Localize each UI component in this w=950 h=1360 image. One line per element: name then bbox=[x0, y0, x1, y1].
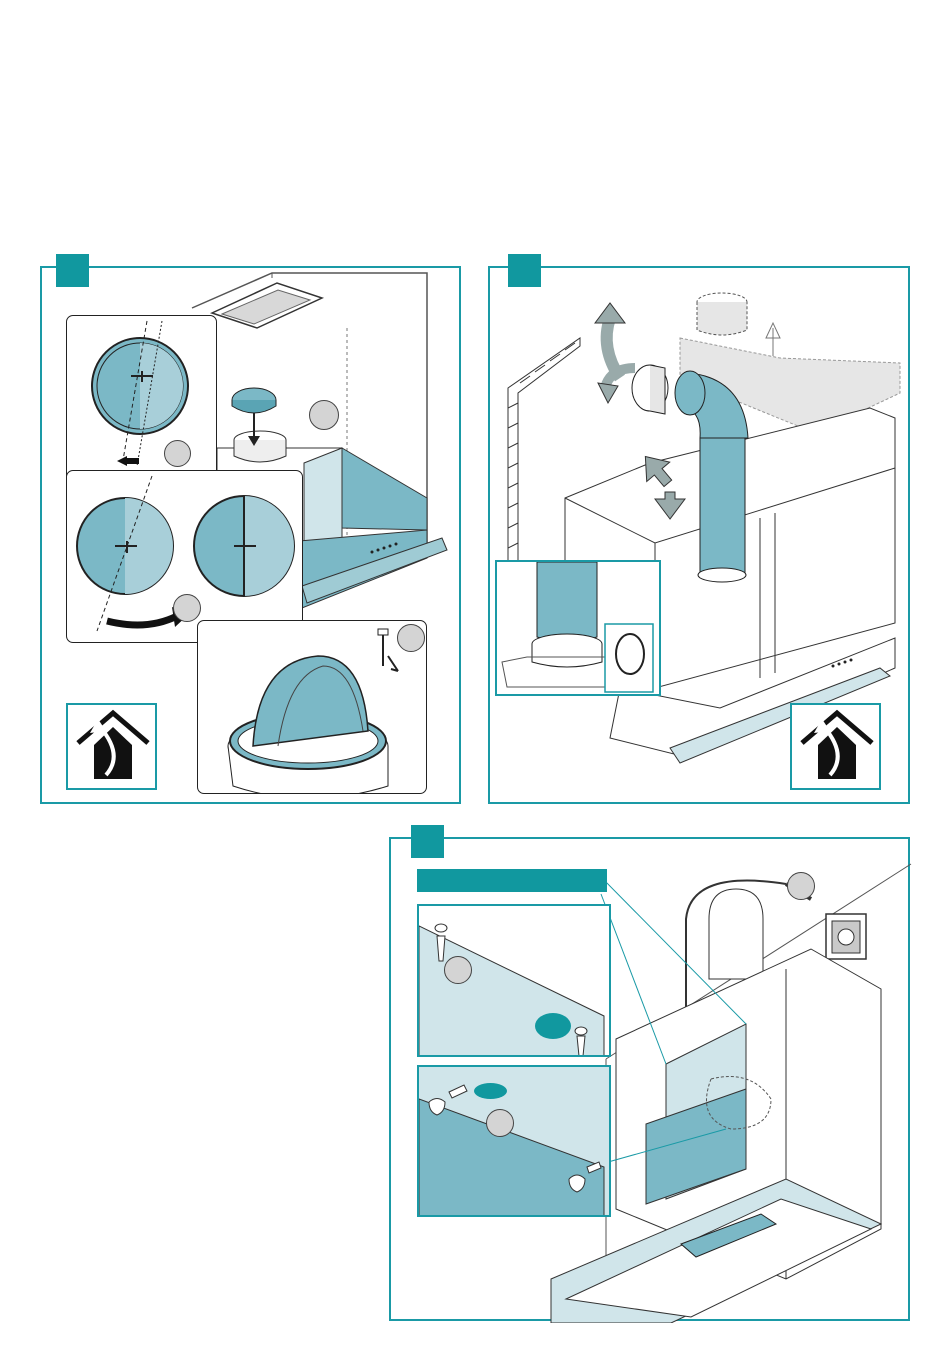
flap-detail-drawing-a bbox=[67, 316, 217, 482]
step-3-panel bbox=[389, 837, 910, 1321]
step-1-marker bbox=[56, 254, 89, 287]
callout-circle-step-1-a bbox=[309, 400, 339, 430]
flap-screw-inset bbox=[197, 620, 427, 794]
lower-screws-inset bbox=[417, 1065, 611, 1217]
flap-detail-inset-b bbox=[66, 470, 303, 643]
callout-circle-inset-a bbox=[164, 440, 191, 467]
step-3-header-bar bbox=[417, 869, 607, 892]
upper-screws-inset bbox=[417, 904, 611, 1057]
duct-connection-drawing bbox=[497, 562, 661, 696]
callout-circle-lower-screws bbox=[486, 1109, 514, 1137]
flap-detail-inset-a bbox=[66, 315, 217, 482]
step-2-panel bbox=[488, 266, 910, 804]
house-glyph bbox=[68, 705, 155, 788]
house-glyph bbox=[792, 705, 879, 788]
duct-connection-inset bbox=[495, 560, 661, 696]
exhaust-air-house-icon bbox=[66, 703, 157, 790]
callout-circle-step-3-plug bbox=[787, 872, 815, 900]
callout-circle-inset-b bbox=[173, 594, 201, 622]
callout-circle-inset-c bbox=[397, 624, 425, 652]
step-3-marker bbox=[411, 825, 444, 858]
callout-label-teal-upper bbox=[535, 1013, 571, 1039]
callout-circle-upper-screws bbox=[444, 956, 472, 984]
exhaust-air-house-icon bbox=[790, 703, 881, 790]
step-2-marker bbox=[508, 254, 541, 287]
step-1-panel bbox=[40, 266, 461, 804]
lower-screws-drawing bbox=[419, 1067, 611, 1217]
callout-label-teal-lower bbox=[474, 1083, 507, 1099]
upper-screws-drawing bbox=[419, 906, 611, 1057]
flap-screw-drawing bbox=[198, 621, 427, 794]
